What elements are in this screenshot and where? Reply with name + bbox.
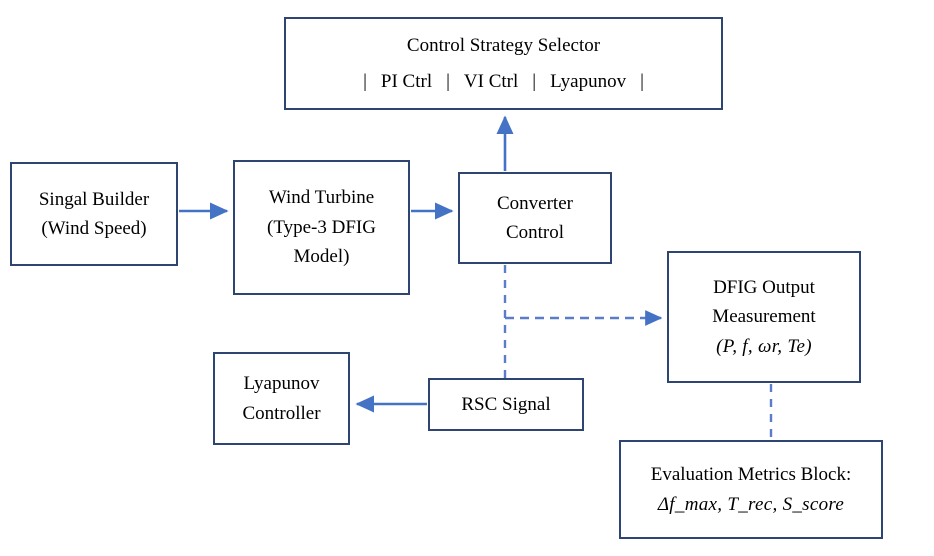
evaluation-metrics-symbols: Δf_max, T_rec, S_score	[657, 493, 845, 515]
option-vi-ctrl[interactable]: VI Ctrl	[463, 70, 519, 92]
lyapunov-controller-line-2: Controller	[242, 402, 321, 424]
node-rsc-signal[interactable]: RSC Signal	[428, 378, 584, 431]
option-separator-0: |	[363, 70, 367, 92]
converter-control-line-1: Converter	[497, 192, 573, 214]
signal-builder-line-1: Singal Builder	[38, 188, 150, 210]
dfig-output-line-1: DFIG Output	[713, 276, 815, 298]
node-evaluation-metrics-block[interactable]: Evaluation Metrics Block: Δf_max, T_rec,…	[619, 440, 883, 539]
node-control-strategy-selector[interactable]: Control Strategy Selector | PI Ctrl | VI…	[284, 17, 723, 110]
option-lyapunov[interactable]: Lyapunov	[550, 70, 627, 92]
node-dfig-output-measurement[interactable]: DFIG Output Measurement (P, f, ωr, Te)	[667, 251, 861, 383]
wind-turbine-line-1: Wind Turbine	[268, 187, 375, 209]
option-pi-ctrl[interactable]: PI Ctrl	[380, 70, 433, 92]
wind-turbine-line-3: Model)	[293, 246, 350, 268]
control-strategy-selector-title: Control Strategy Selector	[406, 35, 601, 57]
lyapunov-controller-line-1: Lyapunov	[243, 373, 320, 395]
dfig-output-line-2: Measurement	[712, 306, 816, 328]
dfig-output-symbols: (P, f, ωr, Te)	[716, 335, 812, 357]
option-separator-3: |	[640, 70, 644, 92]
control-strategy-selector-options: | PI Ctrl | VI Ctrl | Lyapunov |	[349, 67, 658, 96]
option-separator-2: |	[532, 70, 537, 92]
wind-turbine-line-2: (Type-3 DFIG	[267, 216, 376, 238]
converter-control-line-2: Control	[505, 222, 565, 243]
node-wind-turbine[interactable]: Wind Turbine (Type-3 DFIG Model)	[233, 160, 410, 295]
node-lyapunov-controller[interactable]: Lyapunov Controller	[213, 352, 350, 445]
option-separator-1: |	[446, 70, 450, 92]
evaluation-metrics-title: Evaluation Metrics Block:	[650, 464, 852, 486]
node-converter-control[interactable]: Converter Control	[458, 172, 612, 264]
rsc-signal-label: RSC Signal	[461, 393, 551, 415]
signal-builder-line-2: (Wind Speed)	[41, 218, 147, 239]
node-signal-builder[interactable]: Singal Builder (Wind Speed)	[10, 162, 178, 266]
